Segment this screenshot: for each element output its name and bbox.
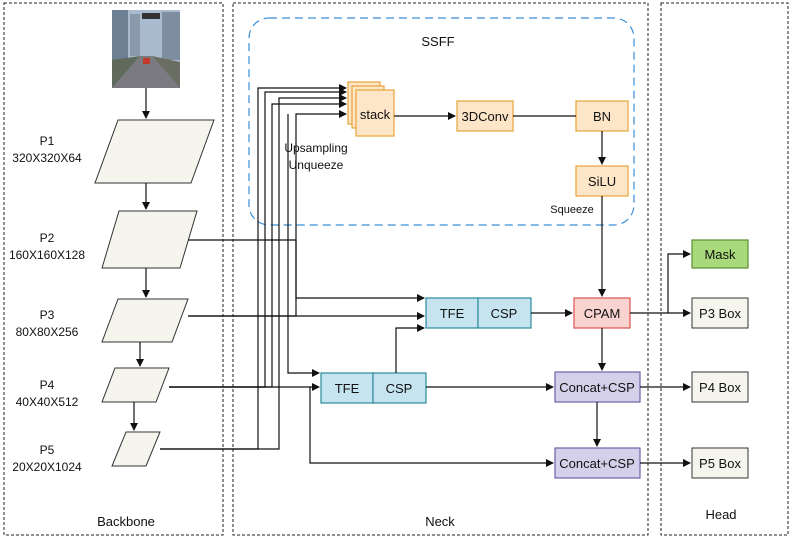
p5-box-block [691, 447, 749, 479]
silu-label: SiLU [588, 174, 616, 189]
cpam-block [573, 297, 631, 329]
csp-lower-label: CSP [386, 381, 413, 396]
p5-dims: 20X20X1024 [12, 460, 82, 474]
tfe-block-upper [425, 297, 479, 329]
csp-upper-label: CSP [491, 306, 518, 321]
p4-box-block [691, 371, 749, 403]
tfe-upper-label: TFE [440, 306, 465, 321]
unqueeze-label: Unqueeze [289, 158, 344, 172]
upsampling-label: Upsampling [284, 141, 347, 155]
p1-name: P1 [40, 134, 55, 148]
backbone-label: Backbone [97, 514, 155, 529]
p4-dims: 40X40X512 [16, 395, 79, 409]
connection-lines [160, 84, 691, 467]
ssff-stack-block: stack [347, 81, 395, 137]
p3-dims: 80X80X256 [16, 325, 79, 339]
backbone-p4-block [101, 367, 170, 403]
head-label: Head [705, 507, 736, 522]
squeeze-label: Squeeze [550, 204, 593, 216]
backbone-section [3, 2, 224, 536]
ssff-title: SSFF [421, 34, 454, 49]
p5-box-label: P5 Box [699, 456, 741, 471]
neck-section [232, 2, 649, 536]
backbone-p1-block [94, 119, 215, 184]
head-section [660, 2, 789, 536]
csp-block-upper [477, 297, 532, 329]
p4-box-label: P4 Box [699, 380, 741, 395]
p2-name: P2 [40, 231, 55, 245]
p3-box-block [691, 297, 749, 329]
mask-label: Mask [704, 247, 736, 262]
p3-name: P3 [40, 308, 55, 322]
mask-block [691, 239, 749, 269]
concat-csp-lower-label: Concat+CSP [559, 456, 635, 471]
p5-name: P5 [40, 443, 55, 457]
csp-block-lower [372, 372, 427, 404]
ssff-region [248, 17, 635, 226]
cpam-label: CPAM [584, 306, 621, 321]
p3-box-label: P3 Box [699, 306, 741, 321]
stack-label: stack [360, 107, 391, 122]
neck-label: Neck [425, 514, 455, 529]
p4-name: P4 [40, 378, 55, 392]
tfe-block-lower [320, 372, 374, 404]
backbone-p3-block [101, 298, 189, 343]
tfe-lower-label: TFE [335, 381, 360, 396]
bn-label: BN [593, 109, 611, 124]
concat-csp-block-upper [554, 371, 641, 403]
conv3d-label: 3DConv [462, 109, 509, 124]
concat-csp-upper-label: Concat+CSP [559, 380, 635, 395]
backbone-p2-block [101, 210, 198, 269]
silu-block [575, 165, 629, 197]
backbone-p5-block [111, 431, 161, 467]
backbone-flow-arrows [130, 88, 150, 431]
p2-dims: 160X160X128 [9, 248, 85, 262]
p1-dims: 320X320X64 [12, 151, 82, 165]
input-image [112, 10, 180, 88]
concat-csp-block-lower [554, 447, 641, 479]
